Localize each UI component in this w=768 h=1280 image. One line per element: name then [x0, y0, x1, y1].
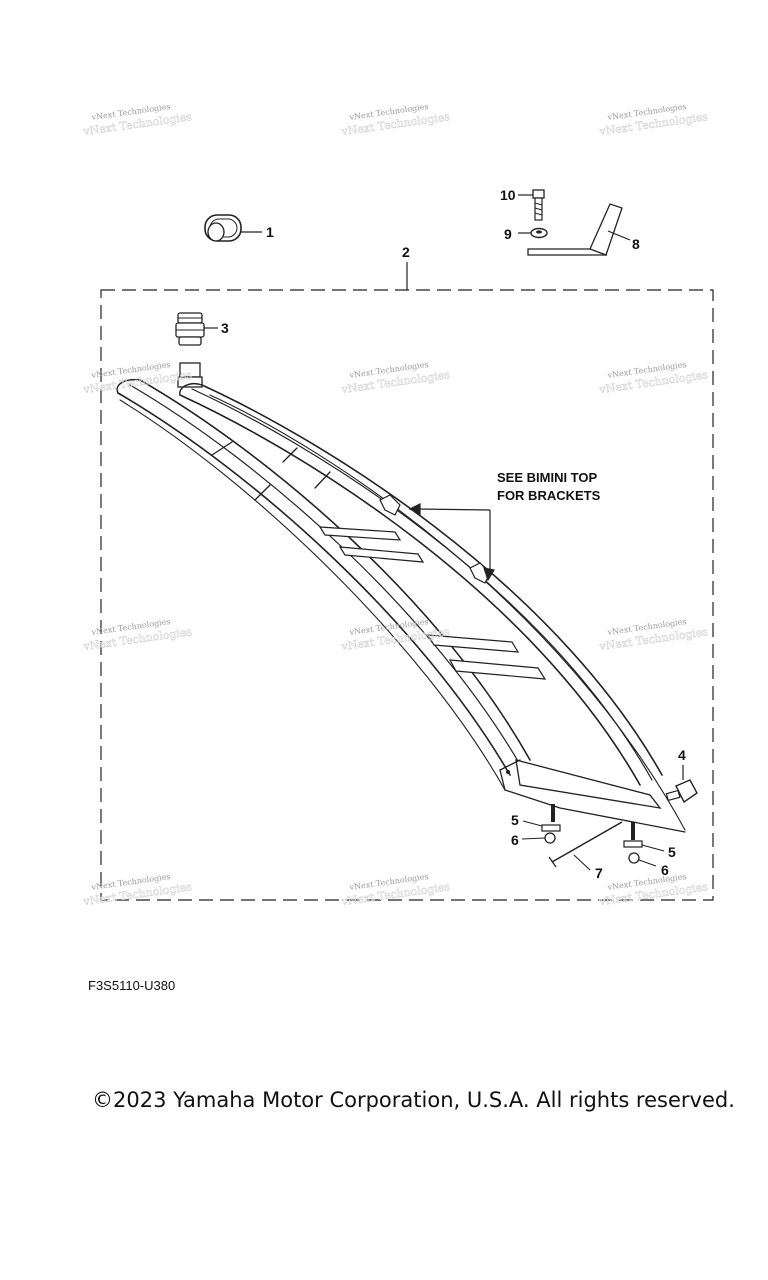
- callout-7: 7: [595, 865, 603, 881]
- part-8-bracket: [527, 203, 631, 256]
- callout-3: 3: [221, 320, 229, 336]
- callout-9: 9: [504, 226, 512, 242]
- callout-10: 10: [500, 187, 516, 203]
- callout-1: 1: [266, 224, 274, 240]
- callout-6-left: 6: [511, 832, 519, 848]
- callout-4: 4: [678, 747, 686, 763]
- part-5-spacer-right: [623, 822, 665, 852]
- part-6-nut-right: [628, 852, 657, 867]
- part-4-knob: [665, 765, 698, 804]
- part-1-cap: [204, 214, 262, 242]
- callout-8: 8: [632, 236, 640, 252]
- callout-2: 2: [402, 244, 410, 260]
- part-2-tower-frame: [116, 362, 686, 833]
- callout-5-right: 5: [668, 844, 676, 860]
- callout-5-left: 5: [511, 812, 519, 828]
- part-9-washer: [518, 227, 548, 239]
- part-7-pin: [548, 821, 623, 871]
- part-6-nut-left: [521, 832, 556, 844]
- diagram-code: F3S5110-U380: [88, 978, 176, 993]
- part-5-spacer-left: [522, 804, 561, 832]
- callout-6-right: 6: [661, 862, 669, 878]
- part-10-bolt: [518, 189, 545, 221]
- part-3-connector: [175, 312, 218, 346]
- bimini-note-line-1: SEE BIMINI TOP: [497, 470, 597, 485]
- copyright-notice: ©2023 Yamaha Motor Corporation, U.S.A. A…: [92, 1088, 735, 1112]
- bimini-note-line-2: FOR BRACKETS: [497, 488, 601, 503]
- bimini-note-leaders: [408, 503, 495, 582]
